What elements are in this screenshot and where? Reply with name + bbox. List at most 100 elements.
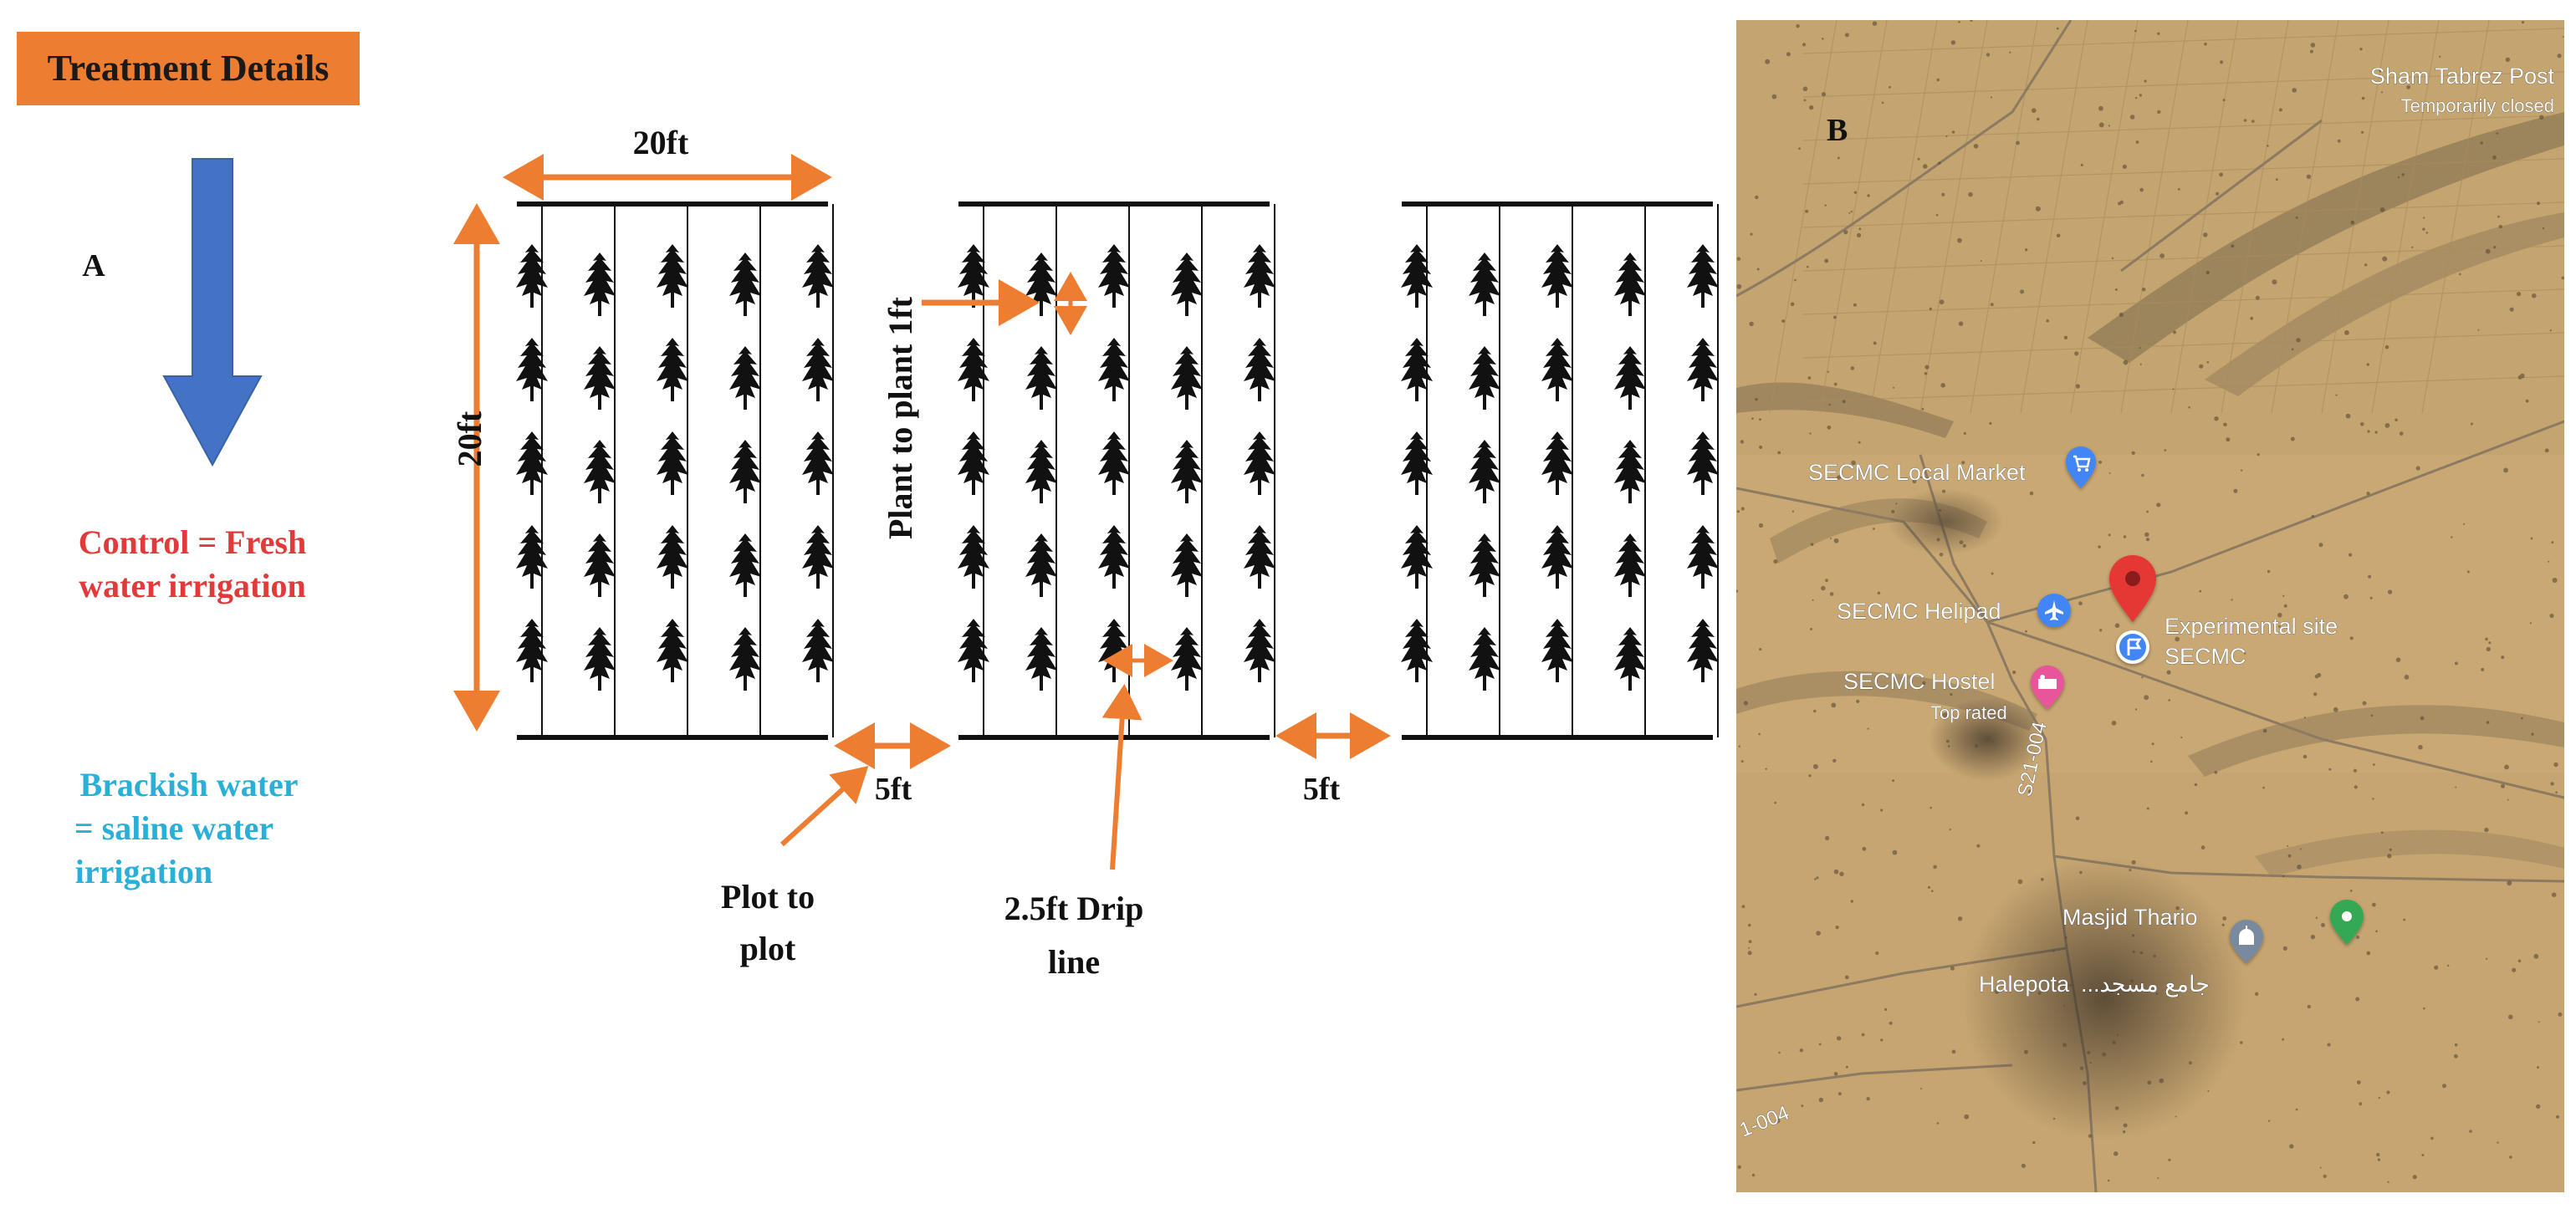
vegetation-dot xyxy=(2275,178,2278,181)
place-pin-icon[interactable] xyxy=(2330,900,2364,945)
vegetation-dot xyxy=(1939,508,1942,513)
vegetation-dot xyxy=(2145,538,2150,542)
vegetation-dot xyxy=(1798,147,1801,150)
vegetation-dot xyxy=(1827,370,1829,373)
vegetation-dot xyxy=(2469,1130,2472,1133)
vegetation-dot xyxy=(2401,173,2405,176)
vegetation-dot xyxy=(2141,288,2146,292)
vegetation-dot xyxy=(1929,806,1932,809)
vegetation-dot xyxy=(2278,625,2281,628)
vegetation-dot xyxy=(2538,1021,2540,1023)
vegetation-dot xyxy=(2501,656,2505,660)
vegetation-dot xyxy=(2497,1141,2499,1144)
vegetation-dot xyxy=(1958,21,1960,23)
vegetation-dot xyxy=(2537,1066,2539,1069)
vegetation-dot xyxy=(2175,905,2180,911)
vegetation-dot xyxy=(2282,946,2287,951)
plant-icon xyxy=(1025,346,1057,410)
field-boundary xyxy=(1802,71,2564,98)
vegetation-dot xyxy=(2517,375,2522,380)
vegetation-dot xyxy=(2349,636,2354,640)
experimental-site-pin-icon[interactable] xyxy=(2109,555,2156,622)
vegetation-dot xyxy=(2492,156,2497,160)
vegetation-dot xyxy=(2046,319,2049,323)
vegetation-dot xyxy=(2032,108,2037,113)
field-boundary xyxy=(1802,202,2564,228)
vegetation-dot xyxy=(2349,553,2353,557)
vegetation-dot xyxy=(2079,1066,2084,1070)
plant-icon xyxy=(1614,440,1646,503)
vegetation-dot xyxy=(2287,844,2289,847)
plant-icon xyxy=(1171,533,1203,597)
vegetation-dot xyxy=(2164,449,2167,451)
plant-icon xyxy=(516,338,548,401)
vegetation-dot xyxy=(2561,276,2564,280)
vegetation-dot xyxy=(1935,213,1939,217)
plant-icon xyxy=(958,619,989,682)
vegetation-dot xyxy=(2558,1012,2563,1017)
plot-to-plot-pointer-arrow xyxy=(779,765,869,847)
plant-icon xyxy=(516,525,548,589)
vegetation-dot xyxy=(1809,432,1812,435)
plant-icon xyxy=(1687,525,1719,589)
vegetation-dot xyxy=(2119,200,2124,205)
vegetation-dot xyxy=(2129,115,2135,120)
mosque-icon[interactable] xyxy=(2230,920,2263,963)
vegetation-dot xyxy=(1747,951,1752,956)
vegetation-dot xyxy=(2459,273,2461,276)
vegetation-dot xyxy=(2157,32,2160,35)
plots-group xyxy=(516,202,1719,740)
airplane-icon[interactable] xyxy=(2037,594,2071,627)
vegetation-dot xyxy=(1980,260,1982,262)
vegetation-dot xyxy=(2156,502,2161,508)
vegetation-dot xyxy=(2222,916,2227,921)
vegetation-dot xyxy=(1936,1122,1940,1125)
map-label-experimental-site: Experimental site xyxy=(2165,614,2338,639)
vegetation-dot xyxy=(1754,992,1757,996)
vegetation-dot xyxy=(1853,303,1857,307)
bed-icon[interactable] xyxy=(2031,666,2064,709)
vegetation-dot xyxy=(1921,407,1924,411)
vegetation-dot xyxy=(2040,877,2044,881)
flag-pin-icon[interactable] xyxy=(2116,630,2149,664)
vegetation-dot xyxy=(1825,579,1828,582)
vegetation-dot xyxy=(2064,936,2067,939)
vegetation-dot xyxy=(2454,1043,2458,1047)
plant-icon xyxy=(1025,253,1057,316)
vegetation-dot xyxy=(2387,854,2392,859)
vegetation-dot xyxy=(1889,85,1891,89)
vegetation-dot xyxy=(1759,648,1762,651)
vegetation-dot xyxy=(2219,172,2223,177)
vegetation-dot xyxy=(2406,84,2410,89)
vegetation-dot xyxy=(1924,371,1928,375)
field-boundary xyxy=(1769,20,1837,414)
vegetation-dot xyxy=(1802,86,1808,92)
vegetation-dot xyxy=(1747,923,1751,927)
vegetation-dot xyxy=(2318,543,2323,548)
vegetation-dot xyxy=(2335,394,2338,396)
vegetation-dot xyxy=(2397,176,2400,179)
vegetation-dot xyxy=(2343,594,2349,599)
vegetation-dot xyxy=(2481,667,2485,671)
map-label-hostel: SECMC Hostel xyxy=(1843,669,1996,694)
shopping-cart-icon[interactable] xyxy=(2066,446,2096,488)
vegetation-dot xyxy=(2303,717,2306,719)
vegetation-dot xyxy=(1850,210,1853,213)
vegetation-dot xyxy=(2108,472,2111,474)
vegetation-dot xyxy=(2364,263,2368,267)
vegetation-dot xyxy=(2220,60,2224,64)
vegetation-dot xyxy=(2430,1136,2434,1140)
plant-icon xyxy=(1469,346,1500,410)
vegetation-dot xyxy=(2384,423,2390,428)
vegetation-dot xyxy=(1989,421,1992,425)
vegetation-dot xyxy=(2368,574,2372,579)
down-arrow-icon xyxy=(162,158,263,467)
vegetation-dot xyxy=(2240,469,2243,472)
vegetation-dot xyxy=(1740,440,1745,444)
vegetation-dot xyxy=(1929,307,1932,311)
vegetation-dot xyxy=(2141,676,2144,679)
drip-line-pointer-arrow xyxy=(1101,684,1142,870)
vegetation-dot xyxy=(1893,386,1895,389)
field-boundary xyxy=(1919,20,1988,414)
vegetation-dot xyxy=(1923,164,1928,169)
